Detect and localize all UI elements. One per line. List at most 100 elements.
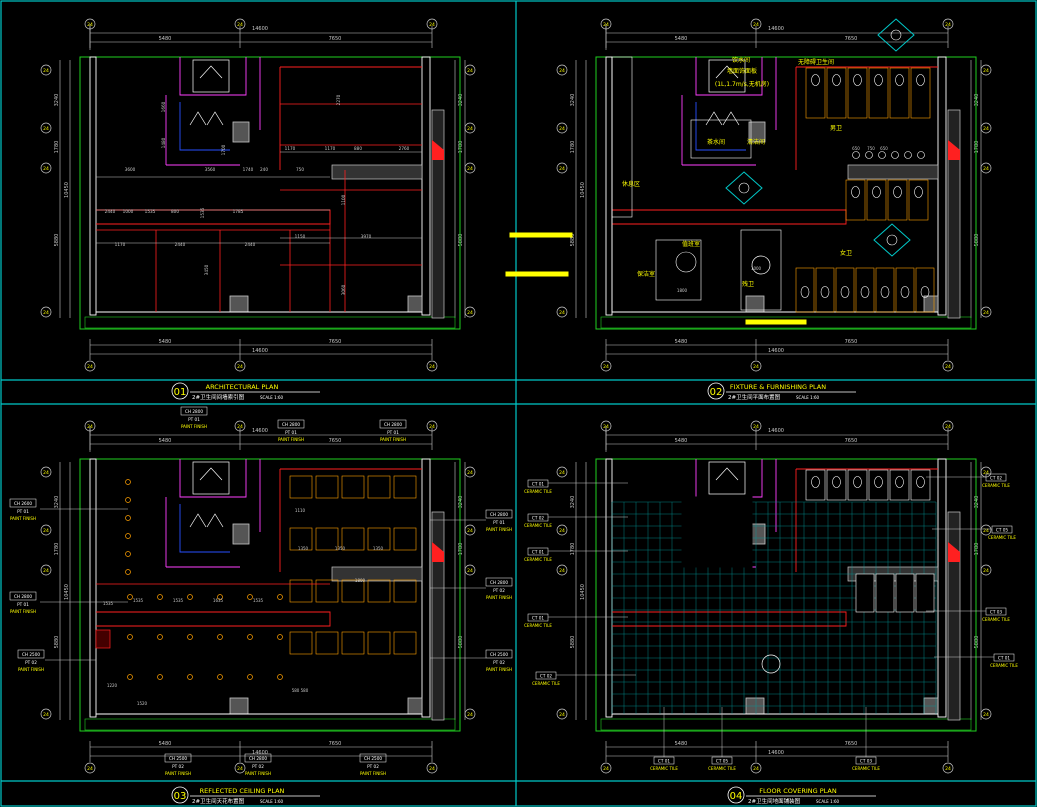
urinal-fixture [878,151,886,159]
tag-code: CH 2800 [249,756,267,761]
tag-box [485,577,513,587]
dim-label: 1535 [103,601,114,606]
duty-room [655,239,702,301]
grid-bubble [942,360,954,372]
tag-finish: PT 01 [17,509,29,514]
dim-text-top-total: 14600 [768,428,784,434]
grid-bubble [464,564,476,576]
ceiling-light-panel [341,527,365,551]
tag-finish: PT 01 [493,520,505,525]
grid-bubble-label: 24 [603,766,609,772]
tag-finish: PT 01 [285,430,297,435]
basin-counter [695,102,746,151]
title-text: ARCHITECTURAL PLAN [206,383,279,391]
column-mid [748,121,766,143]
grid-bubble [600,18,612,30]
grid-bubble-label: 24 [43,568,49,574]
red-marker [948,542,960,562]
basin-symbol [206,513,224,528]
grid-bubble-label: 24 [87,424,93,430]
tag-finish: PT 01 [17,602,29,607]
downlight [247,674,253,680]
grid-bubble [84,360,96,372]
basin-symbol [189,111,207,126]
dim-label: 1170 [325,146,336,151]
ceiling-light-panel [315,475,339,499]
tag-label: PAINT FINISH [486,527,512,532]
stall-cubicle [868,67,889,119]
toilet-fixture [872,186,881,198]
grid-bubble-label: 24 [43,68,49,74]
grid-bubble [464,524,476,536]
grid-bubble [464,306,476,318]
grid-bubble-label: 24 [467,528,473,534]
tag-label: CERAMIC TILE [852,766,880,771]
downlight [217,634,223,640]
room-label: 茶水间 [707,138,725,146]
tag-code: CT 01 [998,656,1010,661]
dim-label: 1000 [751,266,762,271]
dim-text-top-total: 14600 [768,26,784,32]
dim-text-right: 1780 [458,543,464,556]
dim-text-right: 5880 [458,636,464,649]
stall-cubicle [910,469,931,501]
grid-bubble [40,524,52,536]
dim-label: 580 580 [292,688,309,693]
grid-bubble-label: 24 [603,22,609,28]
wall-right [937,458,947,718]
grid-bubble [40,306,52,318]
tag-label: PAINT FINISH [380,437,406,442]
stall-cubicle [866,179,887,221]
room-label: 女卫 [840,249,852,257]
grid-bubble-label: 24 [559,126,565,132]
room-label: 无障碍卫生间 [798,58,834,66]
grid-bubble-label: 24 [559,712,565,718]
grid-bubble-label: 24 [237,22,243,28]
counter-block [690,119,752,159]
toilet-fixture [832,476,841,488]
shaft-arrow [199,65,223,79]
dim-text-top-b: 7650 [845,36,858,42]
grid-bubble-label: 24 [43,310,49,316]
dim-text-bottom-b: 7650 [329,741,342,747]
grid-bubble-label: 24 [43,712,49,718]
grid-bubble-label: 24 [429,364,435,370]
walls [605,458,961,721]
basin-counter [179,102,230,151]
dim-text-left: 10450 [580,584,586,600]
tag-code: CH 2500 [169,756,187,761]
grid-bubble [426,360,438,372]
building-shell [595,56,977,330]
dim-text-right: 5880 [458,234,464,247]
tag-label: CERAMIC TILE [524,489,552,494]
wheelchair-icon [761,654,781,674]
dim-label: 1785 [233,209,244,214]
dim-text-left: 5880 [54,234,60,247]
dim-text-top-a: 5480 [159,36,172,42]
tag-label: PAINT FINISH [10,516,36,521]
tag-code: CH 2800 [282,422,300,427]
tag-label: CERAMIC TILE [524,557,552,562]
tag-box [535,671,557,680]
title-scale: SCALE 1:60 [260,395,284,400]
dim-text-top-a: 5480 [675,438,688,444]
dim-label: 1800 [355,578,366,583]
grid-bubble-label: 24 [429,424,435,430]
toilet-fixture [880,286,890,298]
red-marker [432,542,444,562]
tag-code: CH 2800 [384,422,402,427]
dim-label: 1170 [115,242,126,247]
